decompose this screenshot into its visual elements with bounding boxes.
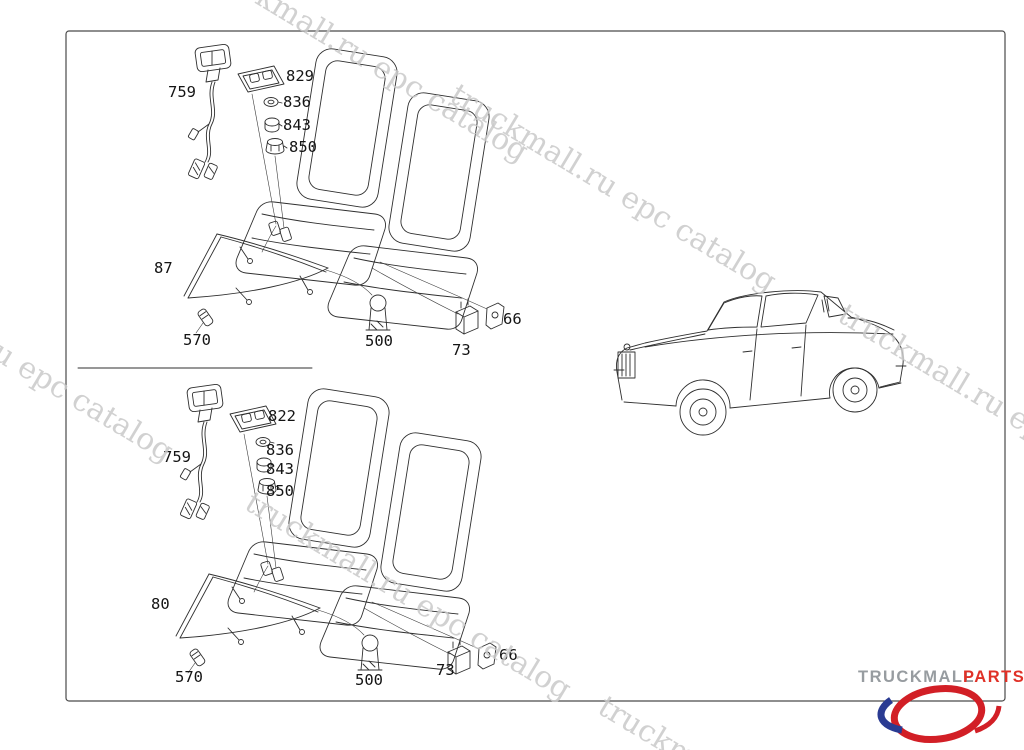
part-number-label: 843 [283, 116, 311, 134]
diagram-frame [65, 30, 1006, 702]
part-number-label: 759 [163, 448, 191, 466]
part-number-label: 836 [283, 93, 311, 111]
part-number-label: 829 [286, 67, 314, 85]
logo-text-red: PARTS [963, 668, 1024, 686]
part-number-label: 73 [436, 661, 455, 679]
part-number-label: 66 [499, 646, 518, 664]
part-number-label: 80 [151, 595, 170, 613]
part-number-label: 850 [266, 482, 294, 500]
upper-part-labels: 759 829 836 843 850 87 570 500 73 66 [154, 67, 522, 359]
car-illustration [613, 290, 907, 436]
logo-swirl-icon [877, 684, 1002, 744]
part-number-label: 836 [266, 441, 294, 459]
part-number-label: 500 [355, 671, 383, 689]
logo-text-gray: TRUCKMALL [858, 668, 975, 686]
lower-part-labels: 759 822 836 843 850 80 570 500 73 66 [151, 407, 518, 689]
part-number-label: 500 [365, 332, 393, 350]
part-number-label: 570 [183, 331, 211, 349]
part-number-label: 66 [503, 310, 522, 328]
part-number-label: 843 [266, 460, 294, 478]
truckmall-logo: TRUCKMALL PARTS [858, 668, 1024, 744]
part-number-label: 759 [168, 83, 196, 101]
part-number-label: 73 [452, 341, 471, 359]
part-number-label: 850 [289, 138, 317, 156]
part-number-label: 822 [268, 407, 296, 425]
part-number-label: 87 [154, 259, 173, 277]
part-number-label: 570 [175, 668, 203, 686]
